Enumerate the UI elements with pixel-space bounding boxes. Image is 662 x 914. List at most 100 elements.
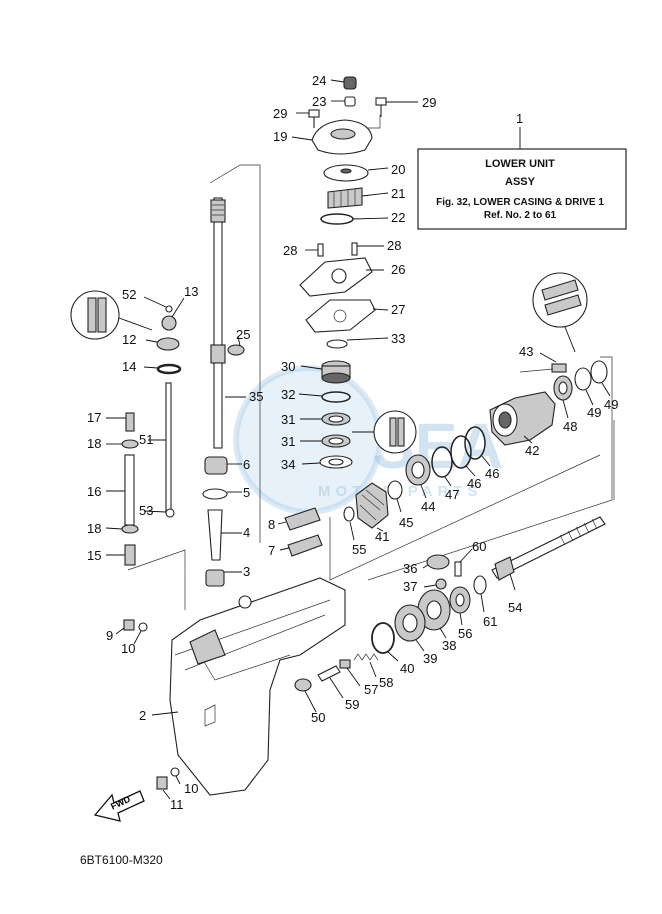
callout-49-a: 49 [587, 405, 601, 420]
callout-56: 56 [458, 626, 472, 641]
callout-5: 5 [243, 485, 250, 500]
callout-31-upper: 31 [281, 412, 295, 427]
callout-42: 42 [525, 443, 539, 458]
callout-27: 27 [391, 302, 405, 317]
callout-19: 19 [273, 129, 287, 144]
part-35-drive-shaft [210, 197, 246, 449]
grease-callout-circle-left [352, 410, 417, 454]
drive-shaft-group [202, 197, 323, 587]
part-20-cartridge [323, 164, 389, 182]
callout-32: 32 [281, 387, 295, 402]
grease-callout-circle-right [532, 272, 588, 353]
part-38-forward-gear [417, 589, 451, 639]
part-24-grommet [330, 76, 357, 90]
part-9-bolt [115, 619, 135, 635]
part-33-seal [326, 337, 389, 349]
callout-41: 41 [375, 529, 389, 544]
part-34-seal-housing [301, 455, 353, 469]
part-32-o-ring [298, 391, 351, 403]
part-12-boot [145, 337, 180, 351]
callout-11: 11 [170, 797, 184, 812]
callout-34: 34 [281, 457, 295, 472]
callout-1: 1 [516, 111, 523, 126]
callout-57: 57 [364, 682, 378, 697]
part-4-sleeve [207, 509, 242, 561]
callout-labels: 2 3 4 5 6 7 8 9 10 10 11 12 13 14 15 16 … [87, 73, 618, 812]
part-18-clamp-upper [106, 439, 139, 449]
callout-6: 6 [243, 457, 250, 472]
callout-54: 54 [508, 600, 522, 615]
grease-callout-circle-top-left [70, 290, 153, 340]
callout-40: 40 [400, 661, 414, 676]
part-52-clip [143, 296, 173, 313]
part-10-washer-upper [133, 622, 148, 645]
part-28-dowel-right [351, 242, 384, 256]
callout-2: 2 [139, 708, 146, 723]
part-19-pump-housing [291, 119, 373, 155]
callout-38: 38 [442, 638, 456, 653]
callout-58: 58 [379, 675, 393, 690]
part-49-seal-a [574, 367, 594, 406]
part-29-bolt-right [375, 97, 418, 117]
callout-21: 21 [391, 186, 405, 201]
callout-37: 37 [403, 579, 417, 594]
callout-51: 51 [139, 432, 153, 447]
callout-24: 24 [312, 73, 326, 88]
callout-47: 47 [445, 487, 459, 502]
callout-55: 55 [352, 542, 366, 557]
part-29-bolt-left [296, 109, 320, 128]
callout-25: 25 [236, 327, 250, 342]
part-58-spring [353, 653, 379, 678]
part-53-clip [143, 508, 175, 518]
callout-53: 53 [139, 503, 153, 518]
part-31-oil-seal-lower [300, 434, 351, 448]
part-6-bearing [204, 456, 242, 475]
callout-50: 50 [311, 710, 325, 725]
part-30-oil-seal-housing [300, 360, 351, 384]
callout-3: 3 [243, 564, 250, 579]
callout-33: 33 [391, 331, 405, 346]
part-28-dowel-left [305, 243, 324, 257]
propeller-shaft-group [294, 516, 606, 713]
part-56-clutch [449, 586, 471, 626]
assembly-title: LOWER UNIT [485, 158, 555, 170]
part-22-o-ring [320, 213, 389, 225]
part-39-bearing [394, 604, 426, 652]
part-31-oil-seal-upper [300, 412, 351, 426]
part-8-plug [277, 507, 321, 531]
part-50-cam [294, 678, 317, 713]
part-51-shift-rod [148, 382, 172, 514]
callout-46-b: 46 [485, 466, 499, 481]
part-48-bearing [553, 375, 573, 419]
callout-7: 7 [268, 543, 275, 558]
callout-8: 8 [268, 517, 275, 532]
callout-44: 44 [421, 499, 435, 514]
part-46-o-ring-b [464, 426, 491, 467]
callout-4: 4 [243, 525, 250, 540]
callout-52: 52 [122, 287, 136, 302]
part-55-clip [343, 506, 355, 541]
part-2-lower-casing [151, 577, 346, 796]
fwd-arrow-icon: FWD [93, 790, 145, 822]
callout-23: 23 [312, 94, 326, 109]
part-16-shift-rod-lower [106, 454, 135, 526]
callout-15: 15 [87, 548, 101, 563]
callout-29-left: 29 [273, 106, 287, 121]
part-25-pin [227, 335, 245, 356]
callout-14: 14 [122, 359, 136, 374]
part-11-bolt [156, 776, 171, 800]
water-pump-group [291, 76, 418, 469]
callout-22: 22 [391, 210, 405, 225]
assembly-info-box: 1 LOWER UNIT ASSY Fig. 32, LOWER CASING … [417, 111, 627, 230]
bracket-lines [127, 115, 615, 610]
callout-39: 39 [423, 651, 437, 666]
assembly-subtitle: ASSY [505, 176, 536, 188]
part-36-gear [422, 554, 450, 570]
part-7-plug [279, 534, 323, 557]
part-46-o-ring-a [450, 435, 476, 477]
assembly-figure-ref: Fig. 32, LOWER CASING & DRIVE 1 [436, 197, 604, 208]
shift-rod-group [70, 290, 185, 566]
callout-12: 12 [122, 332, 136, 347]
callout-30: 30 [281, 359, 295, 374]
